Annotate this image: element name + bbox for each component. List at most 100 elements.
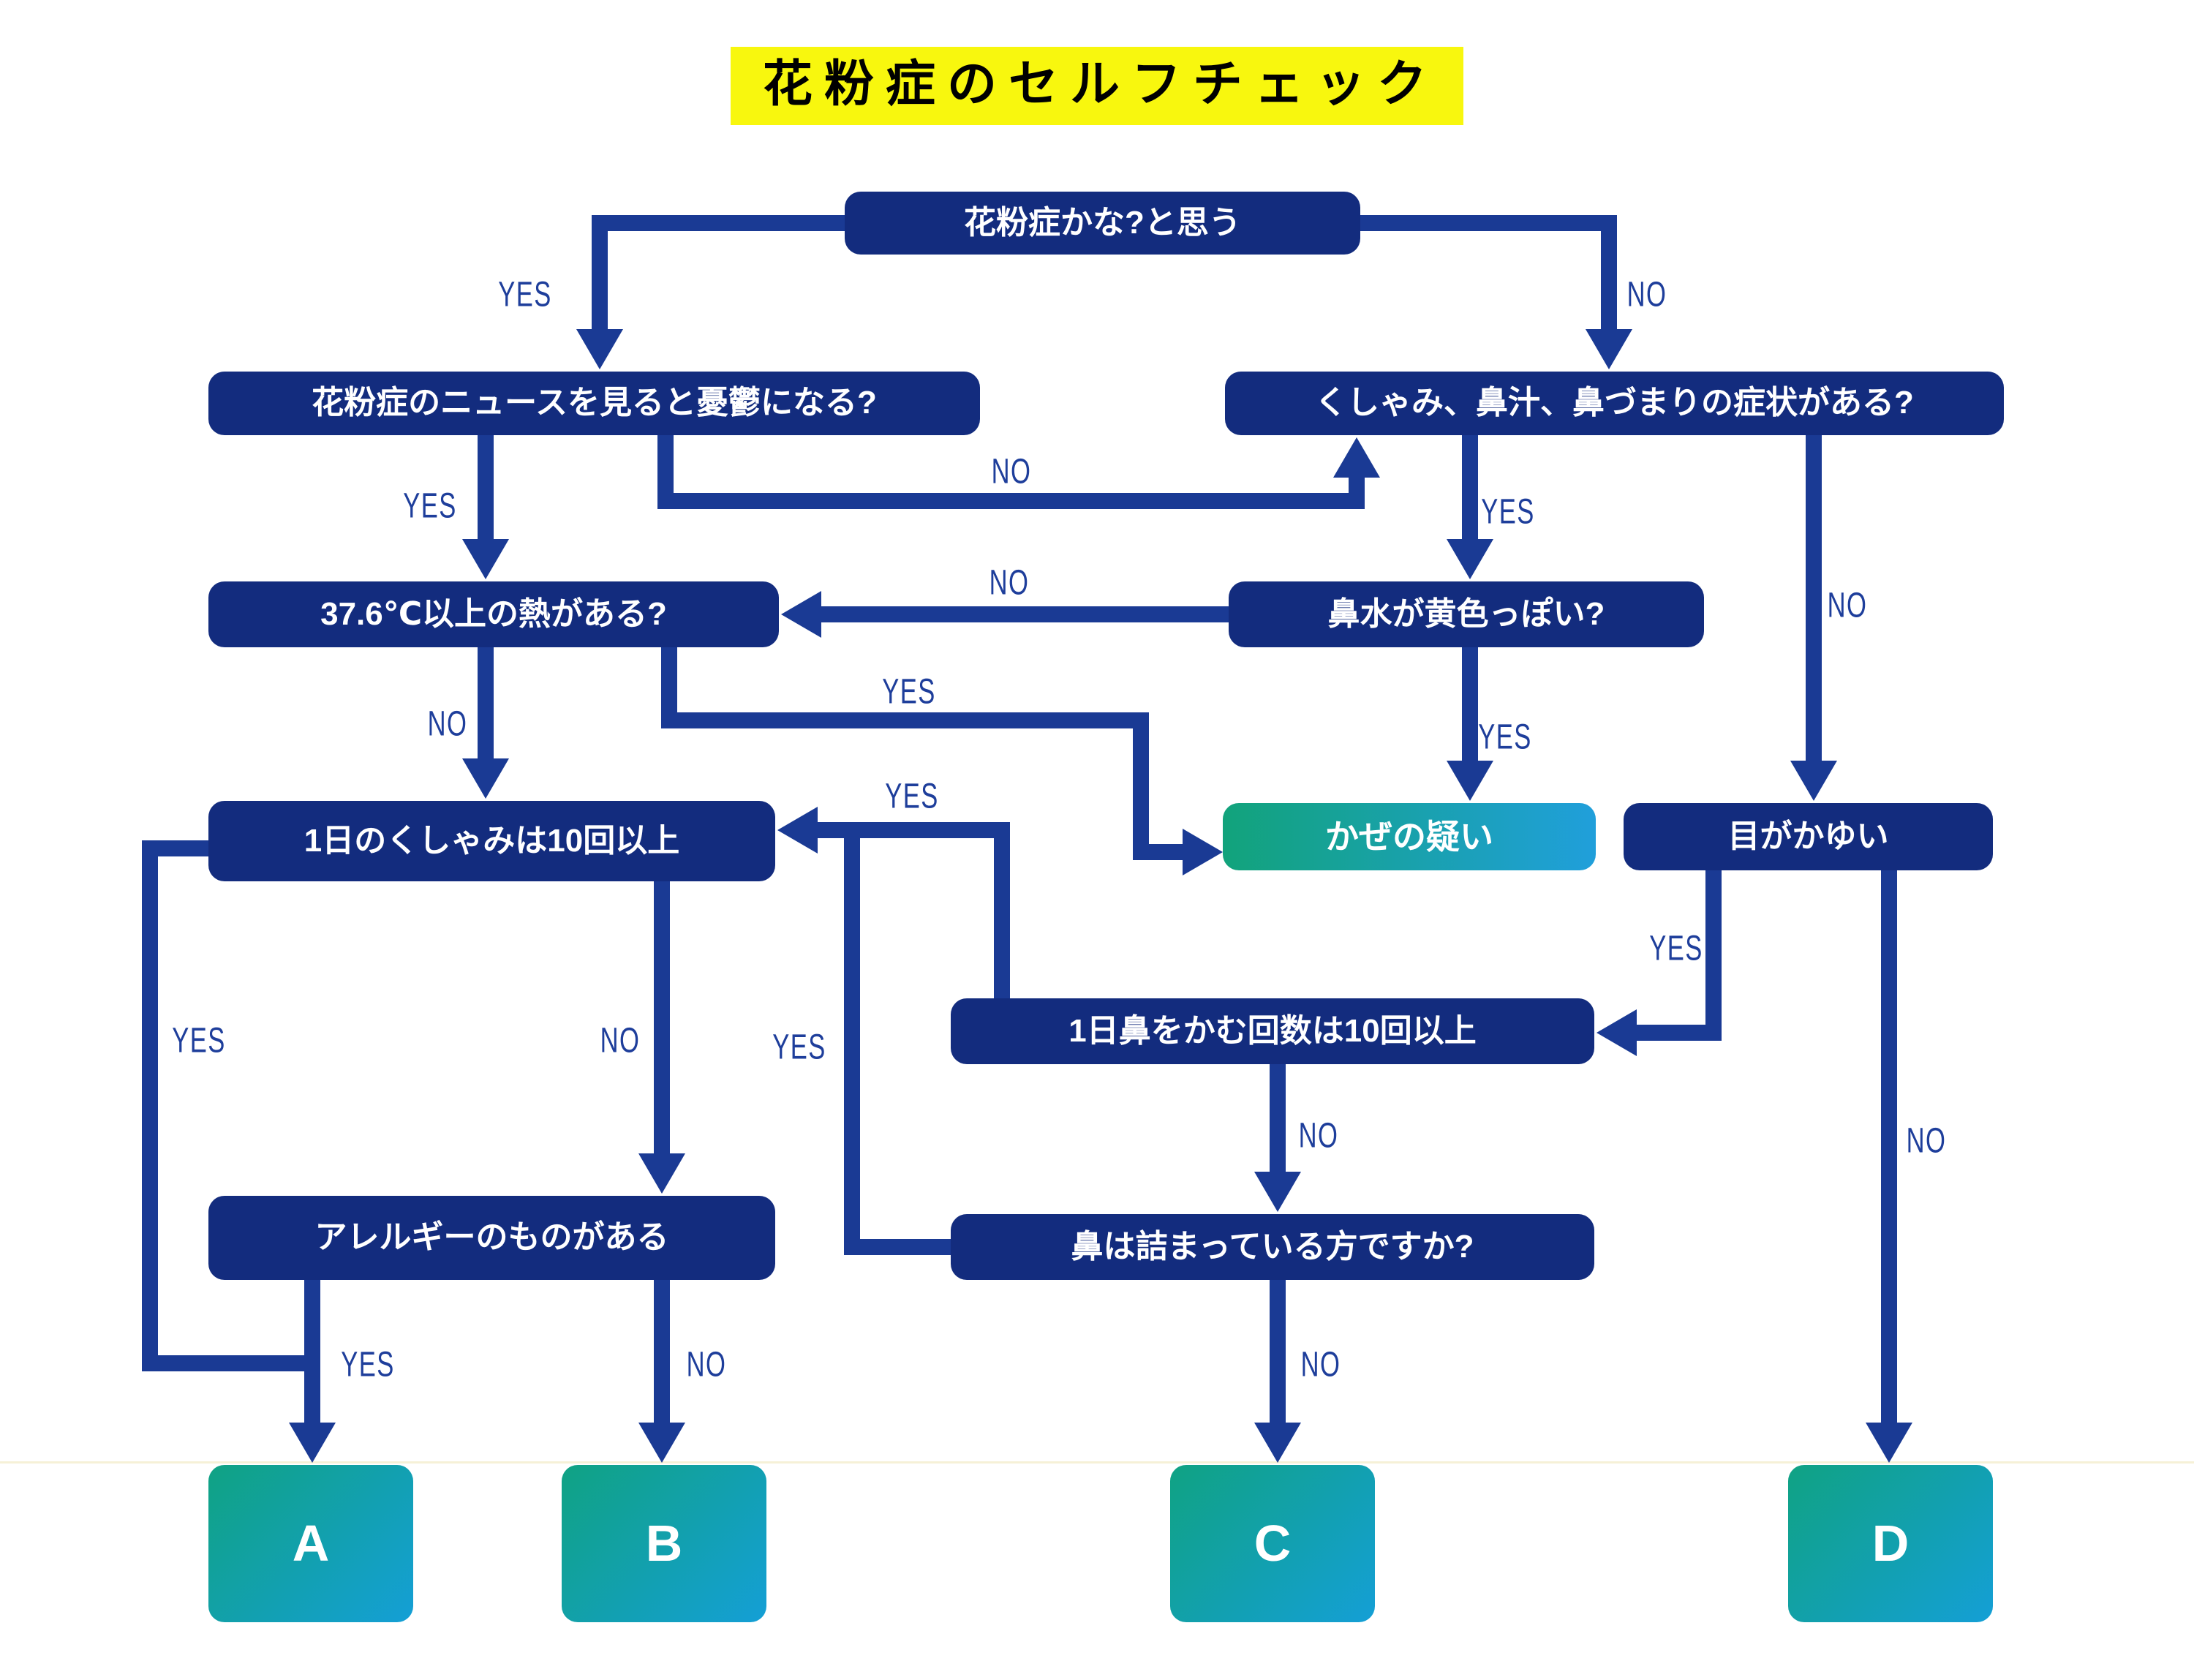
node-cold-label: かぜの疑い	[1325, 817, 1493, 856]
edge-itchy-yes-segment-1	[1626, 1025, 1722, 1041]
node-stuffy: 鼻は詰まっている方ですか?	[951, 1214, 1594, 1280]
edge-stuffy-yes-segment-0	[844, 1239, 959, 1255]
edge-fever-yes-segment-2	[1133, 712, 1149, 860]
edge-nasal-yes-arrowhead	[1447, 761, 1493, 801]
node-result-d: D	[1788, 1465, 1993, 1622]
label-sneeze-no: NO	[600, 1021, 641, 1061]
edge-nasal-no-segment-0	[810, 606, 1237, 622]
edge-start-yes-arrowhead	[576, 329, 623, 369]
edge-allergy-no-segment-0	[654, 1272, 670, 1434]
page-title-band: 花粉症のセルフチェック	[730, 47, 1464, 125]
edge-itchy-yes-segment-0	[1705, 862, 1722, 1041]
edge-fever-no-segment-0	[478, 639, 494, 769]
edge-nasal-yes-segment-0	[1462, 639, 1478, 772]
label-stuffy-yes: YES	[772, 1028, 826, 1067]
node-allergy: アレルギーのものがある	[208, 1196, 775, 1280]
edge-news-no-segment-1	[657, 493, 1365, 509]
edge-fever-yes-segment-1	[661, 712, 1149, 728]
node-result-b: B	[562, 1465, 766, 1622]
node-blow-count-label: 1日鼻をかむ回数は10回以上	[1068, 1012, 1477, 1049]
edge-fever-yes-segment-3	[1133, 844, 1194, 860]
edge-news-yes-arrowhead	[462, 539, 509, 579]
label-fever-yes: YES	[882, 672, 936, 712]
page-title: 花粉症のセルフチェック	[762, 56, 1439, 112]
edge-sneeze-no-segment-0	[654, 873, 670, 1164]
node-stuffy-label: 鼻は詰まっている方ですか?	[1071, 1228, 1474, 1265]
edge-symptoms-no-arrowhead	[1790, 761, 1837, 801]
edge-start-yes-segment-1	[592, 215, 608, 340]
node-result-c-label: C	[1254, 1515, 1292, 1572]
label-itchy-no: NO	[1906, 1121, 1947, 1161]
node-cold: かぜの疑い	[1223, 803, 1596, 870]
edge-blow-no-segment-0	[1270, 1056, 1286, 1183]
label-sneeze-yes: YES	[172, 1021, 226, 1061]
edge-start-yes-segment-0	[592, 215, 853, 231]
node-allergy-label: アレルギーのものがある	[314, 1219, 669, 1256]
label-start-yes: YES	[498, 275, 552, 314]
node-result-a-label: A	[292, 1515, 330, 1572]
edge-stuffy-no-segment-0	[1270, 1272, 1286, 1434]
node-news-label: 花粉症のニュースを見ると憂鬱になる?	[312, 385, 877, 421]
node-result-c: C	[1170, 1465, 1375, 1622]
edge-start-no-segment-0	[1352, 215, 1617, 231]
edge-blow-yes-segment-0	[994, 822, 1010, 1006]
edge-symptoms-yes-segment-0	[1462, 427, 1478, 550]
label-blow-yes: YES	[885, 777, 939, 816]
edge-sneeze-yes-segment-2	[142, 1355, 320, 1371]
node-fever: 37.6℃以上の熱がある?	[208, 581, 779, 647]
label-nasal-yes: YES	[1478, 717, 1532, 757]
edge-sneeze-yes-segment-1	[142, 840, 158, 1371]
edge-nasal-no-arrowhead	[781, 591, 821, 638]
node-result-d-label: D	[1871, 1515, 1910, 1572]
edge-allergy-no-arrowhead	[638, 1423, 685, 1463]
edge-fever-yes-segment-0	[661, 639, 677, 728]
edge-allergy-yes-arrowhead	[289, 1423, 336, 1463]
edge-symptoms-no-segment-0	[1806, 427, 1822, 772]
edge-blow-yes-segment-1	[807, 822, 1010, 838]
edge-fever-no-arrowhead	[462, 758, 509, 799]
node-nasal-color-label: 鼻水が黄色っぽい?	[1327, 595, 1605, 632]
label-nasal-no: NO	[989, 563, 1030, 603]
node-sneeze-count-label: 1日のくしゃみは10回以上	[304, 822, 680, 859]
edge-sneeze-yes-segment-0	[142, 840, 216, 856]
edge-itchy-no-arrowhead	[1866, 1423, 1912, 1463]
node-symptoms: くしゃみ、鼻汁、鼻づまりの症状がある?	[1225, 372, 2004, 435]
edge-fever-yes-arrowhead	[1183, 829, 1223, 875]
edge-news-no-segment-0	[657, 427, 674, 509]
label-start-no: NO	[1626, 275, 1667, 314]
label-itchy-yes: YES	[1649, 929, 1703, 968]
label-symptoms-no: NO	[1827, 586, 1868, 625]
edge-start-no-arrowhead	[1586, 329, 1632, 369]
node-result-b-label: B	[645, 1515, 683, 1572]
label-allergy-no: NO	[686, 1345, 727, 1385]
node-itchy-eyes-label: 目がかゆい	[1727, 818, 1889, 854]
node-news: 花粉症のニュースを見ると憂鬱になる?	[208, 372, 980, 435]
node-symptoms-label: くしゃみ、鼻汁、鼻づまりの症状がある?	[1315, 385, 1914, 421]
edge-allergy-yes-segment-0	[304, 1272, 320, 1434]
edge-stuffy-yes-segment-1	[844, 830, 860, 1255]
edge-symptoms-yes-arrowhead	[1447, 539, 1493, 579]
label-fever-no: NO	[427, 704, 468, 744]
edge-blow-yes-arrowhead	[777, 807, 818, 854]
label-news-yes: YES	[403, 486, 457, 526]
node-itchy-eyes: 目がかゆい	[1624, 803, 1993, 870]
baseline-rule	[0, 1461, 2194, 1464]
edge-news-yes-segment-0	[478, 427, 494, 550]
edge-itchy-no-segment-0	[1881, 862, 1897, 1434]
edge-blow-no-arrowhead	[1254, 1172, 1301, 1212]
edge-news-no-arrowhead	[1333, 437, 1380, 478]
edge-start-no-segment-1	[1601, 215, 1617, 340]
node-start: 花粉症かな?と思う	[845, 192, 1360, 255]
node-result-a: A	[208, 1465, 413, 1622]
edge-stuffy-no-arrowhead	[1254, 1423, 1301, 1463]
label-symptoms-yes: YES	[1481, 492, 1535, 532]
node-start-label: 花粉症かな?と思う	[964, 204, 1241, 241]
label-news-no: NO	[991, 452, 1032, 491]
node-blow-count: 1日鼻をかむ回数は10回以上	[951, 998, 1594, 1064]
node-sneeze-count: 1日のくしゃみは10回以上	[208, 801, 775, 881]
label-allergy-yes: YES	[341, 1345, 395, 1385]
label-stuffy-no: NO	[1300, 1345, 1341, 1385]
edge-sneeze-no-arrowhead	[638, 1153, 685, 1194]
node-nasal-color: 鼻水が黄色っぽい?	[1229, 581, 1704, 647]
